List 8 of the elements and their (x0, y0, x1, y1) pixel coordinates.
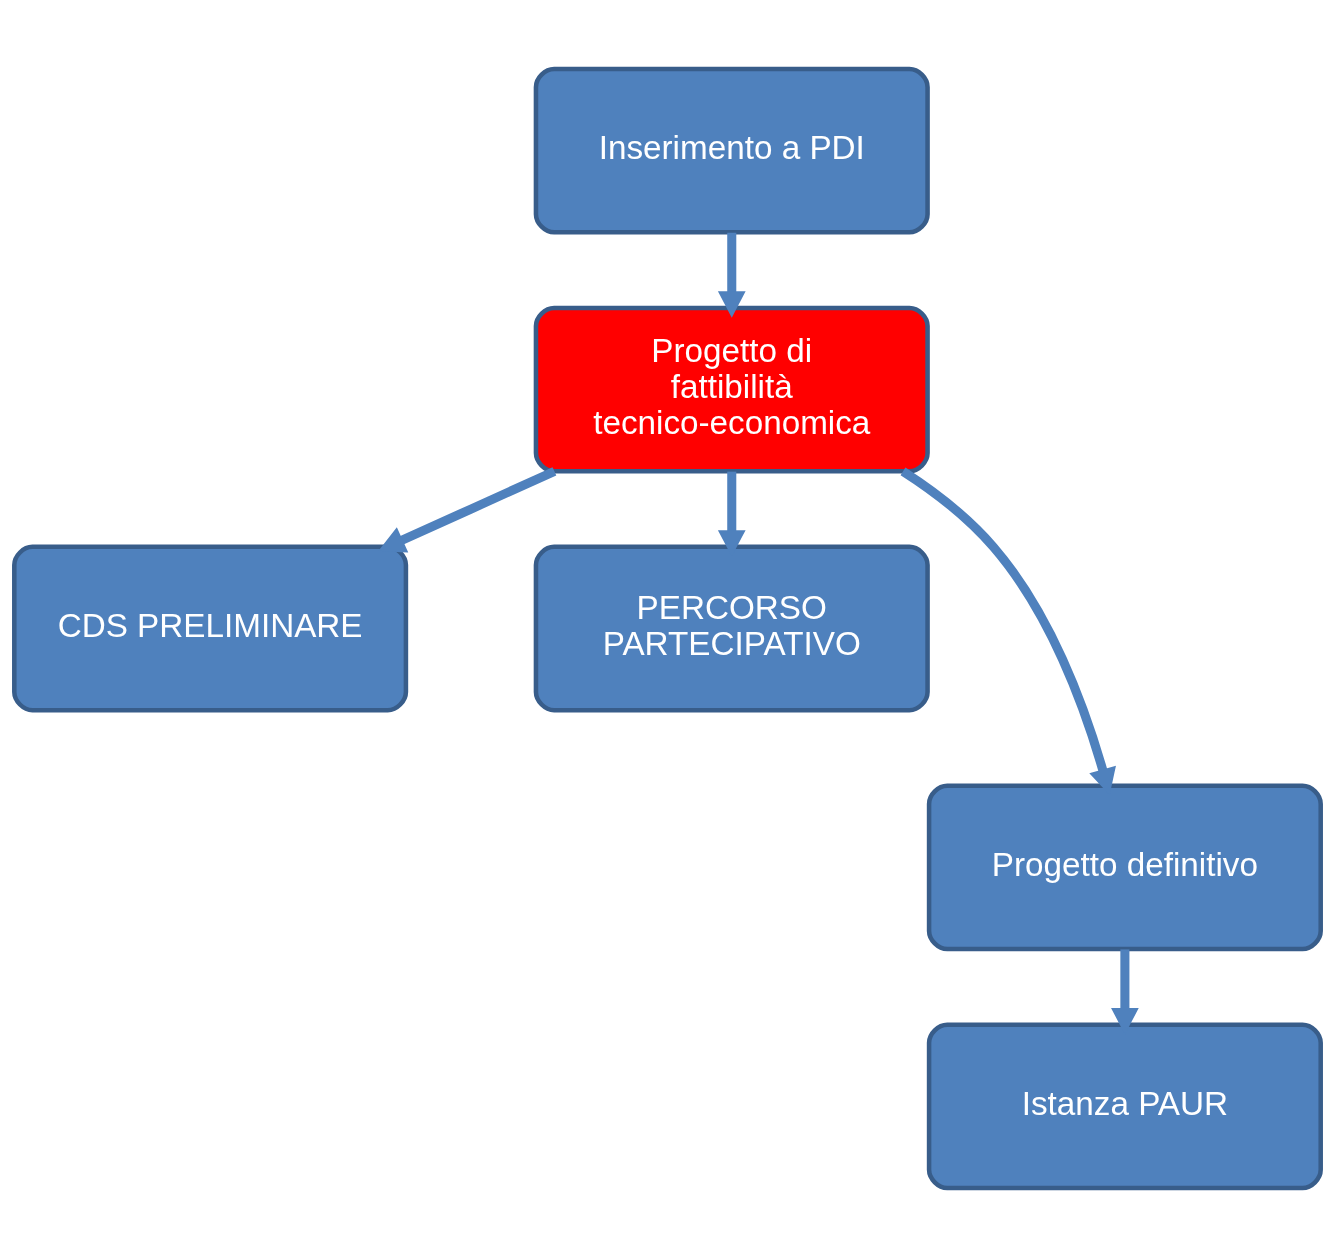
node-box: Progetto definitivo (926, 783, 1323, 951)
node-box: Progetto di fattibilità tecnico-economica (533, 305, 930, 473)
node-box: CDS PRELIMINARE (12, 544, 409, 712)
arrow (717, 232, 746, 318)
arrow (378, 466, 557, 553)
node-box: PERCORSO PARTECIPATIVO (533, 544, 930, 712)
node-box: Istanza PAUR (926, 1021, 1323, 1190)
node-box: Inserimento a PDI (533, 66, 930, 235)
